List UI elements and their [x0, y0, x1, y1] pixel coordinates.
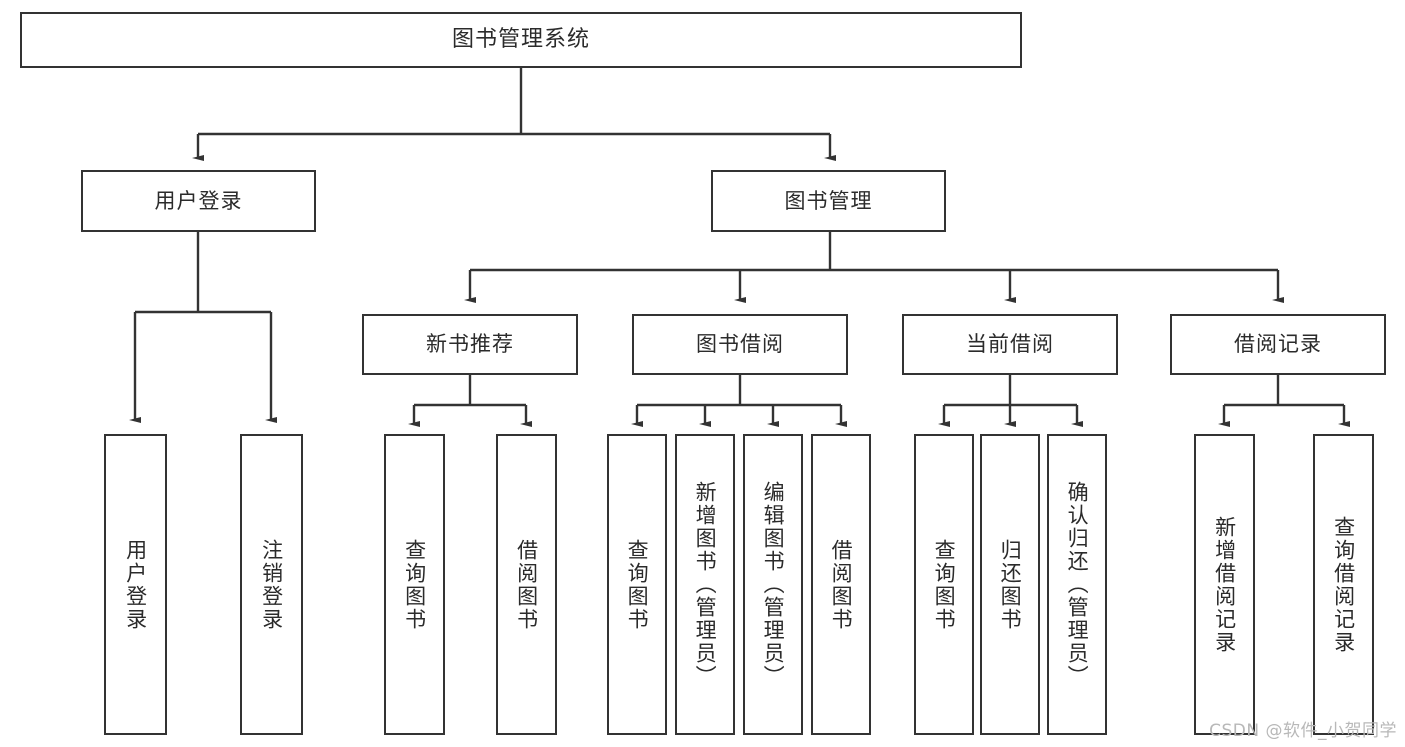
node-label: 图书借阅 — [696, 332, 784, 357]
leaf-records-query-record[interactable]: 查询借阅记录 — [1313, 434, 1374, 735]
node-book-borrow[interactable]: 图书借阅 — [632, 314, 848, 375]
node-new-book-recommend[interactable]: 新书推荐 — [362, 314, 578, 375]
node-label: 借阅图书 — [829, 538, 854, 631]
leaf-current-query-book[interactable]: 查询图书 — [914, 434, 974, 735]
node-current-borrow[interactable]: 当前借阅 — [902, 314, 1118, 375]
leaf-borrow-borrow-book[interactable]: 借阅图书 — [811, 434, 871, 735]
watermark-text: CSDN @软件_小贺同学 — [1209, 721, 1397, 741]
node-label: 当前借阅 — [966, 332, 1054, 357]
node-label: 确认归还（管理员） — [1065, 481, 1090, 688]
leaf-recommend-query-book[interactable]: 查询图书 — [384, 434, 445, 735]
leaf-recommend-borrow-book[interactable]: 借阅图书 — [496, 434, 557, 735]
node-label: 新增借阅记录 — [1212, 515, 1237, 654]
node-label: 查询借阅记录 — [1331, 515, 1356, 654]
node-label: 用户登录 — [154, 188, 243, 213]
leaf-user-login-login[interactable]: 用户登录 — [104, 434, 167, 735]
node-label: 归还图书 — [998, 538, 1023, 631]
node-label: 注销登录 — [259, 538, 284, 631]
node-label: 新增图书（管理员） — [693, 481, 718, 688]
leaf-borrow-query-book[interactable]: 查询图书 — [607, 434, 667, 735]
leaf-borrow-edit-book-admin[interactable]: 编辑图书（管理员） — [743, 434, 803, 735]
leaf-user-login-logout[interactable]: 注销登录 — [240, 434, 303, 735]
leaf-current-confirm-return-admin[interactable]: 确认归还（管理员） — [1047, 434, 1107, 735]
node-book-management[interactable]: 图书管理 — [711, 170, 946, 232]
node-label: 查询图书 — [625, 538, 650, 631]
node-label: 编辑图书（管理员） — [761, 481, 786, 688]
node-label: 查询图书 — [402, 538, 427, 631]
node-user-login[interactable]: 用户登录 — [81, 170, 316, 232]
node-label: 查询图书 — [932, 538, 957, 631]
node-label: 借阅记录 — [1234, 332, 1322, 357]
node-borrow-records[interactable]: 借阅记录 — [1170, 314, 1386, 375]
node-label: 用户登录 — [123, 538, 148, 631]
node-root-book-management-system[interactable]: 图书管理系统 — [20, 12, 1022, 68]
leaf-current-return-book[interactable]: 归还图书 — [980, 434, 1040, 735]
node-label: 图书管理系统 — [451, 27, 590, 53]
node-label: 借阅图书 — [514, 538, 539, 631]
leaf-records-add-record[interactable]: 新增借阅记录 — [1194, 434, 1255, 735]
leaf-borrow-add-book-admin[interactable]: 新增图书（管理员） — [675, 434, 735, 735]
node-label: 图书管理 — [784, 188, 873, 213]
node-label: 新书推荐 — [426, 332, 514, 357]
